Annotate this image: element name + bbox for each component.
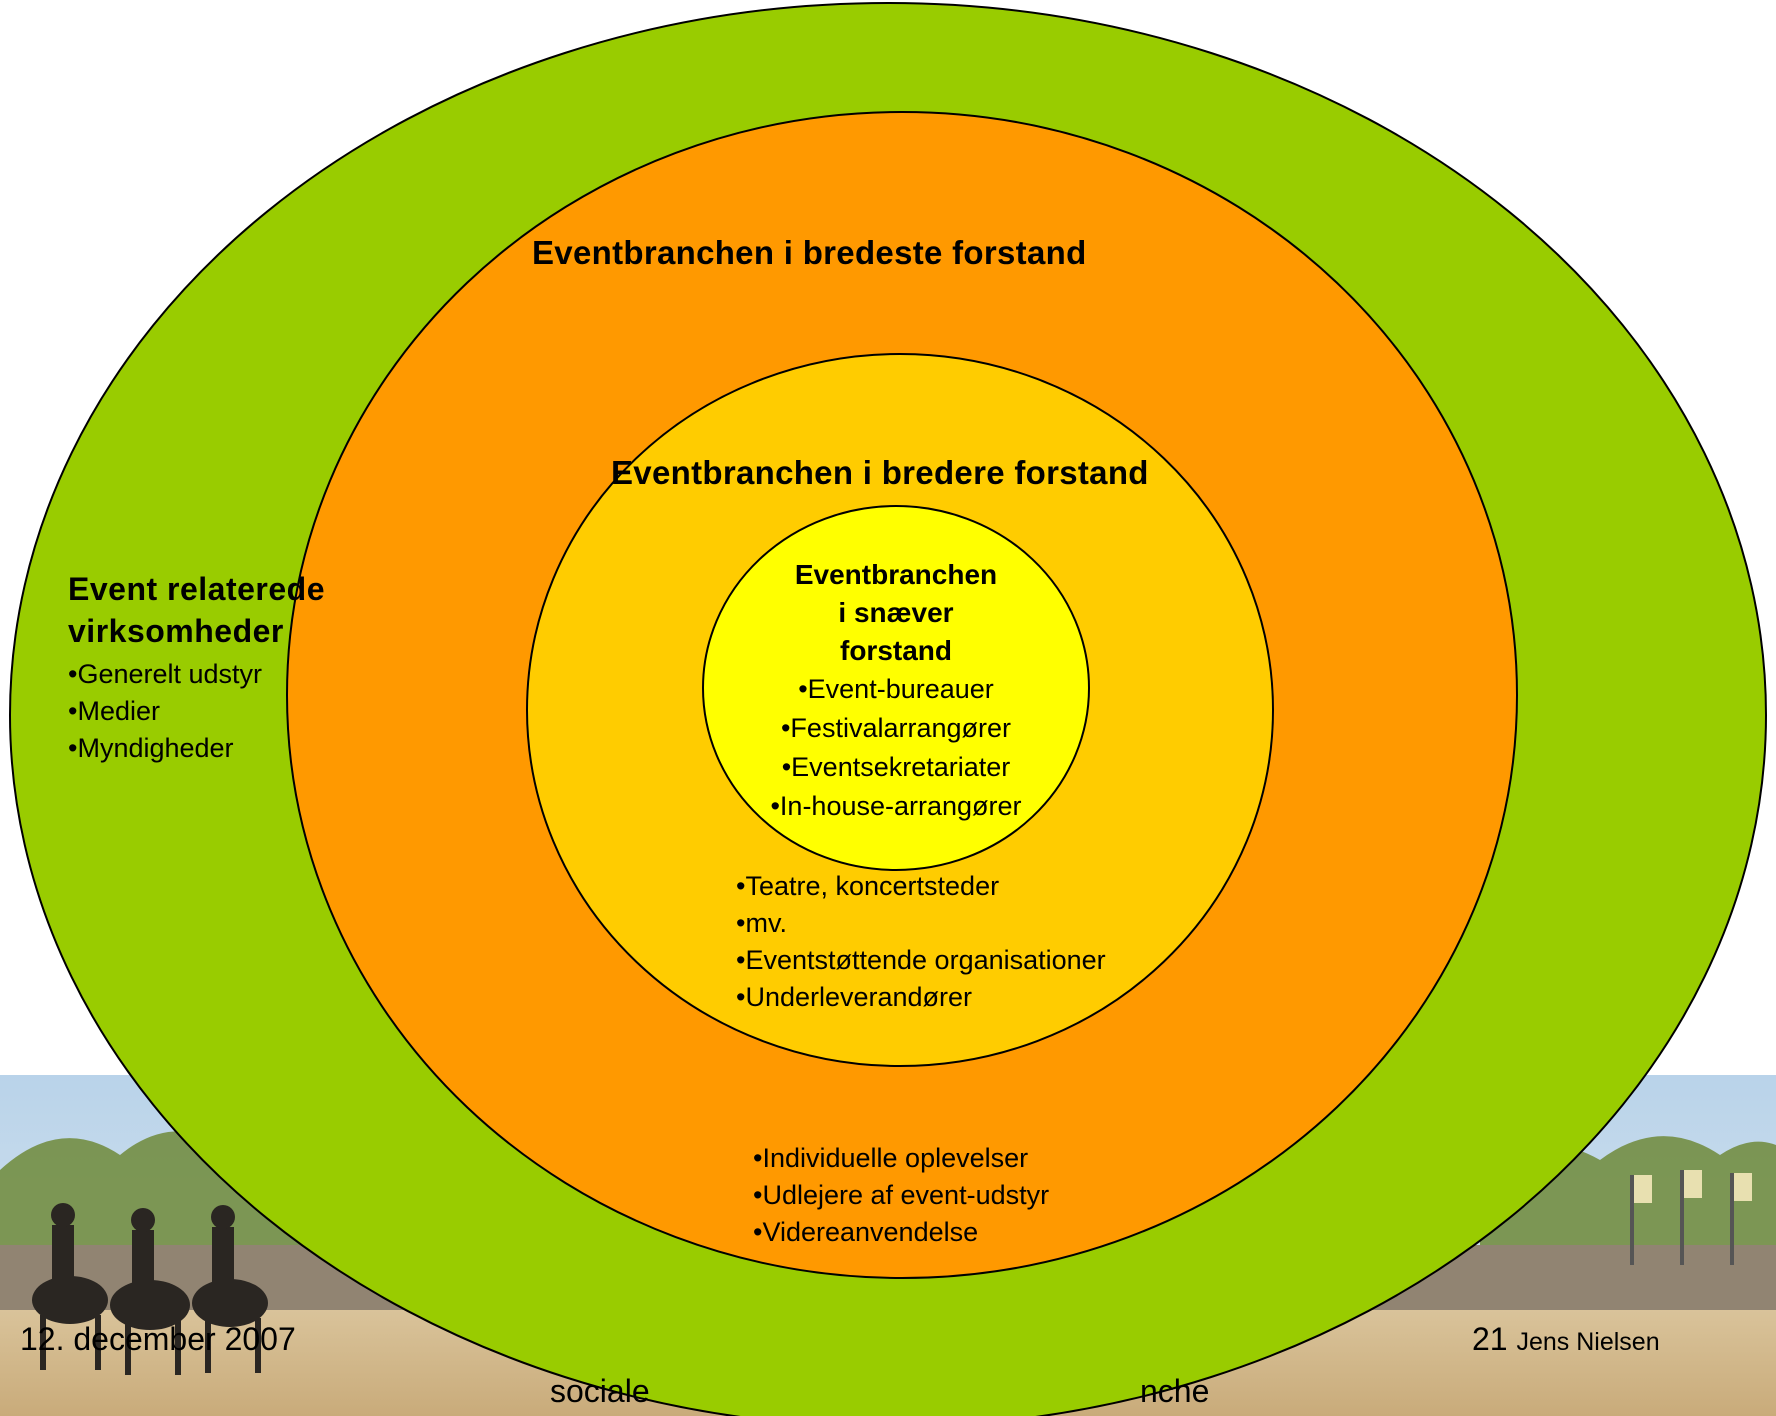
list-item: •Medier [68, 696, 160, 726]
list-item: •In-house-arrangører [770, 791, 1022, 821]
narrow-ring-items: •Event-bureauer •Festivalarrangører •Eve… [696, 670, 1096, 826]
outer-ring-items: •Generelt udstyr •Medier •Myndigheder [68, 656, 262, 767]
footer-page-author: 21 Jens Nielsen [1472, 1321, 1660, 1358]
author-name: Jens Nielsen [1516, 1328, 1660, 1356]
list-item: •Videreanvendelse [753, 1217, 979, 1247]
broader-ring-items: •Teatre, koncertsteder •mv. •Eventstøtte… [736, 868, 1106, 1016]
narrow-ring-title: Eventbranchen i snæver forstand [696, 556, 1096, 670]
list-item: •Myndigheder [68, 733, 234, 763]
list-item: •Eventsekretariater [781, 752, 1011, 782]
footer-partial-left: sociale [550, 1373, 650, 1409]
broader-ring-title: Eventbranchen i bredere forstand [611, 454, 1149, 491]
broadest-ring-items: •Individuelle oplevelser •Udlejere af ev… [753, 1140, 1049, 1251]
list-item: •Individuelle oplevelser [753, 1143, 1029, 1173]
list-item: •Teatre, koncertsteder [736, 871, 1000, 901]
page-number: 21 [1472, 1321, 1508, 1357]
list-item: •Festivalarrangører [780, 713, 1011, 743]
footer-partial-right: nche [1140, 1373, 1210, 1409]
list-item: •Udlejere af event-udstyr [753, 1180, 1050, 1210]
narrow-ring-title-line1: Eventbranchen [794, 559, 998, 590]
broadest-ring-title: Eventbranchen i bredeste forstand [532, 234, 1087, 271]
list-item: •Underleverandører [736, 982, 973, 1012]
list-item: •Event-bureauer [798, 674, 994, 704]
outer-ring-title: Event relaterede virksomheder [68, 568, 325, 652]
outer-ring-title-line2: virksomheder [68, 613, 284, 649]
list-item: •Eventstøttende organisationer [736, 945, 1106, 975]
narrow-ring-title-line2: i snæver [838, 597, 954, 628]
list-item: •mv. [736, 908, 787, 938]
footer-date: 12. december 2007 [20, 1321, 296, 1357]
outer-ring-title-line1: Event relaterede [68, 571, 326, 607]
narrow-ring [702, 505, 1090, 871]
narrow-ring-title-line3: forstand [840, 635, 952, 666]
list-item: •Generelt udstyr [68, 659, 263, 689]
